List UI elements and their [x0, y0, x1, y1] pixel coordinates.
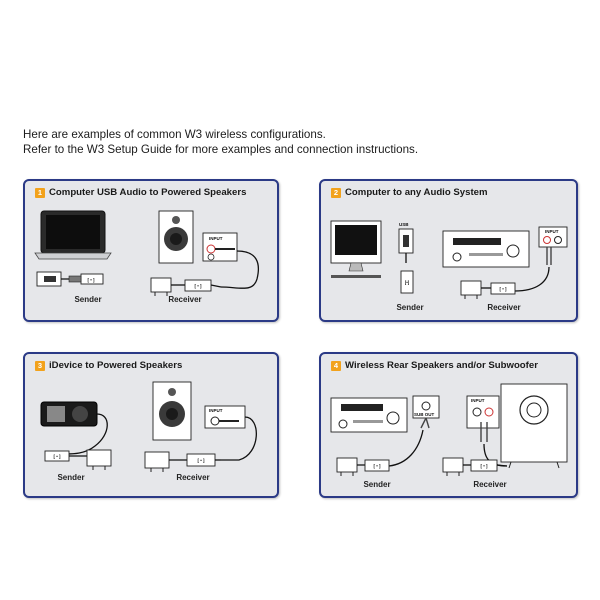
ipod-icon: [40, 401, 98, 427]
power-adapter-icon: [144, 451, 187, 472]
input-panel: INPUT: [466, 395, 500, 442]
usb-icon: [36, 271, 62, 287]
laptop-icon: [34, 210, 112, 260]
wireless-dongle-icon: [•]: [400, 270, 414, 294]
input-label: INPUT: [209, 236, 223, 241]
receiver-label: Receiver: [473, 480, 506, 489]
wireless-dongle-icon: [ • ]: [470, 459, 508, 472]
receiver-label: Receiver: [168, 295, 201, 304]
intro-text: Here are examples of common W3 wireless …: [23, 127, 418, 157]
av-receiver-icon: [442, 230, 530, 268]
panel-usb-to-powered-speakers: 1 Computer USB Audio to Powered Speakers…: [23, 179, 279, 322]
panel-idevice-to-powered-speakers: 3 iDevice to Powered Speakers [ • ] Send…: [23, 352, 279, 498]
panel-title-text: Computer USB Audio to Powered Speakers: [49, 187, 247, 198]
svg-text:[•]: [•]: [405, 280, 410, 285]
panel-title: 2 Computer to any Audio System: [331, 187, 488, 198]
sender-label: Sender: [74, 295, 101, 304]
wireless-dongle-icon: [ • ]: [186, 453, 221, 467]
power-adapter-icon: [150, 277, 185, 296]
power-adapter-icon: [460, 280, 491, 299]
power-adapter-icon: [86, 449, 112, 470]
usb-icon: USB: [398, 222, 414, 254]
subwoofer-icon: [500, 383, 568, 469]
panel-title-text: Wireless Rear Speakers and/or Subwoofer: [345, 360, 538, 371]
power-adapter-icon: [336, 457, 365, 476]
svg-text:[ • ]: [ • ]: [194, 284, 202, 289]
panel-computer-to-audio-system: 2 Computer to any Audio System USB [•] S…: [319, 179, 578, 322]
input-panel: INPUT: [538, 226, 568, 248]
power-adapter-icon: [442, 457, 471, 476]
receiver-label: Receiver: [176, 473, 209, 482]
wireless-dongle-icon: [ • ]: [44, 450, 87, 462]
svg-text:[ • ]: [ • ]: [499, 287, 507, 292]
av-receiver-icon: [330, 397, 408, 433]
panel-wireless-rear-speakers-subwoofer: 4 Wireless Rear Speakers and/or Subwoofe…: [319, 352, 578, 498]
panel-title: 1 Computer USB Audio to Powered Speakers: [35, 187, 246, 198]
speaker-icon: [152, 381, 192, 441]
panel-number-badge: 4: [331, 360, 341, 371]
panel-number-badge: 2: [331, 187, 341, 198]
panel-number-badge: 1: [35, 187, 45, 198]
input-label: INPUT: [209, 408, 223, 413]
panel-title-text: Computer to any Audio System: [345, 187, 488, 198]
usb-label: USB: [399, 222, 409, 227]
sender-label: Sender: [57, 473, 84, 482]
input-label: INPUT: [471, 398, 485, 403]
monitor-icon: [330, 220, 382, 278]
panel-title: 3 iDevice to Powered Speakers: [35, 360, 182, 371]
intro-line-2: Refer to the W3 Setup Guide for more exa…: [23, 143, 419, 156]
panel-number-badge: 3: [35, 360, 45, 371]
svg-text:[ • ]: [ • ]: [480, 464, 488, 469]
intro-line-1: Here are examples of common W3 wireless …: [23, 128, 326, 141]
sender-label: Sender: [363, 480, 390, 489]
wireless-dongle-icon: [ • ]: [184, 279, 222, 292]
input-label: INPUT: [545, 229, 559, 234]
sender-label: Sender: [396, 303, 423, 312]
wireless-dongle-icon: [ • ]: [61, 273, 104, 285]
input-panel: INPUT: [204, 405, 246, 429]
sub-out-panel: SUB OUT: [412, 395, 440, 419]
wireless-dongle-icon: [ • ]: [364, 459, 390, 472]
input-panel: INPUT: [202, 232, 238, 262]
svg-text:[ • ]: [ • ]: [197, 458, 205, 463]
svg-text:[ • ]: [ • ]: [373, 464, 381, 469]
sub-out-label: SUB OUT: [414, 412, 435, 417]
receiver-label: Receiver: [487, 303, 520, 312]
speaker-icon: [158, 210, 194, 264]
svg-text:[ • ]: [ • ]: [87, 278, 95, 283]
svg-text:[ • ]: [ • ]: [53, 454, 61, 459]
wireless-dongle-icon: [ • ]: [490, 282, 516, 295]
panel-title: 4 Wireless Rear Speakers and/or Subwoofe…: [331, 360, 538, 371]
panel-title-text: iDevice to Powered Speakers: [49, 360, 183, 371]
